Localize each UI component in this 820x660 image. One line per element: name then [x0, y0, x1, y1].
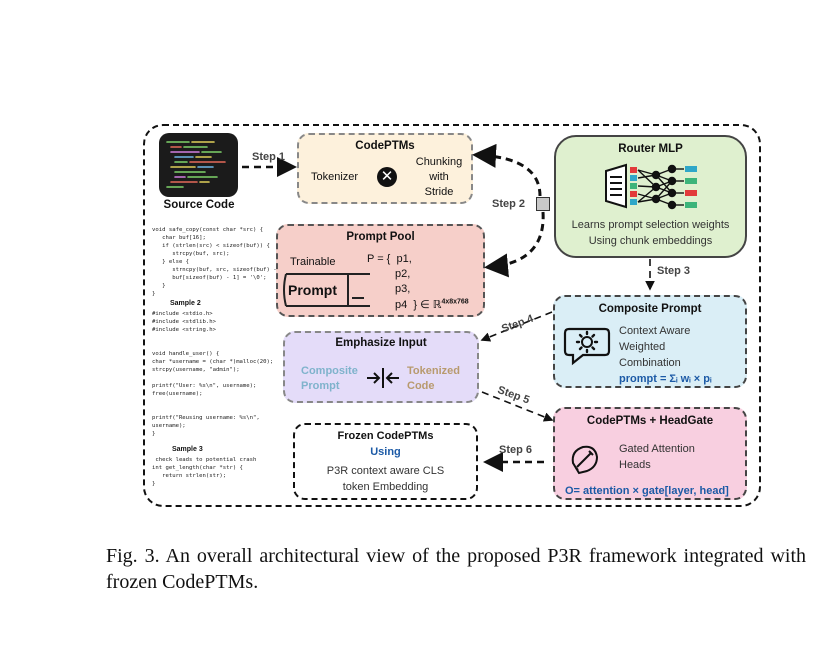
- code-sample-2: #include <stdio.h> #include <stdlib.h> #…: [152, 311, 274, 437]
- arrow-step4: [480, 311, 553, 342]
- sample-3-label: Sample 3: [172, 446, 203, 453]
- source-code-icon: [159, 133, 238, 197]
- source-code-label: Source Code: [163, 199, 235, 211]
- prompt-pool-box: Prompt Pool Trainable Prompt P = { p1, p…: [276, 224, 485, 317]
- step1-label: Step 1: [252, 151, 286, 163]
- prompt-set-line4: p4 } ∈ ℝ4x8x768: [395, 298, 469, 311]
- figure-caption: Fig. 3. An overall architectural view of…: [106, 545, 806, 593]
- prompt-set-line2: p2,: [395, 268, 411, 280]
- step6-label: Step 6: [499, 444, 533, 456]
- headgate-box: CodePTMs + HeadGate Gated Attention Head…: [553, 407, 747, 500]
- headgate-title: CodePTMs + HeadGate: [586, 415, 714, 427]
- headgate-formula: O= attention × gate[layer, head]: [565, 485, 729, 497]
- prompt-pool-title: Prompt Pool: [346, 231, 415, 243]
- prompt-set-line4-text: p4 } ∈ ℝ: [395, 299, 442, 311]
- composite-formula: prompt = Σᵢ wᵢ × pᵢ: [619, 373, 712, 385]
- step2-junction: [536, 197, 550, 211]
- tokenized-code-label: Tokenized Code: [407, 365, 460, 392]
- chunking-label: Chunking with Stride: [415, 156, 463, 198]
- arrow-to-prompt-pool: [484, 211, 545, 278]
- prompt-label: Prompt: [288, 282, 337, 298]
- frozen-codeptms-title: Frozen CodePTMs: [337, 430, 434, 442]
- frozen-using: Using: [370, 446, 401, 458]
- frozen-line2: token Embedding: [342, 481, 429, 493]
- arrow-step5: [481, 391, 554, 422]
- emphasize-input-box: Emphasize Input Composite Prompt Tokeniz…: [283, 331, 479, 403]
- prompt-set-line3: p3,: [395, 283, 411, 295]
- frozen-line1: P3R context aware CLS: [326, 465, 445, 477]
- step2-label: Step 2: [492, 198, 526, 210]
- code-sample-1: void safe_copy(const char *src) { char b…: [152, 227, 290, 297]
- composite-prompt-label: Composite Prompt: [301, 365, 358, 392]
- composite-prompt-box: Composite Prompt Context Aware Weighted …: [553, 295, 747, 388]
- sample-2-label: Sample 2: [170, 300, 201, 307]
- combine-icon: ✕: [377, 167, 397, 187]
- neural-network-icon: [605, 163, 697, 210]
- codeptms-box: CodePTMs Tokenizer ✕ Chunking with Strid…: [297, 133, 473, 204]
- router-mlp-title: Router MLP: [618, 143, 683, 155]
- composite-desc: Context Aware Weighted Combination: [619, 325, 691, 369]
- router-desc-line2: Using chunk embeddings: [588, 235, 713, 247]
- prompt-set-dims: 4x8x768: [441, 298, 469, 306]
- step3-label: Step 3: [657, 265, 691, 277]
- frozen-codeptms-box: Frozen CodePTMs Using P3R context aware …: [293, 423, 478, 500]
- merge-arrows-icon: [367, 368, 399, 388]
- prompt-shape-icon: [283, 273, 370, 307]
- settings-chat-icon: [563, 327, 611, 366]
- headgate-desc: Gated Attention Heads: [619, 443, 695, 471]
- trainable-label: Trainable: [290, 256, 336, 268]
- arrow-to-codeptms: [472, 143, 542, 197]
- emphasize-input-title: Emphasize Input: [335, 337, 427, 349]
- composite-prompt-title: Composite Prompt: [598, 303, 702, 315]
- prompt-set-line1: P = { p1,: [367, 253, 412, 265]
- router-mlp-box: Router MLP Learns prompt selection weigh…: [554, 135, 747, 258]
- framework-frame: [143, 124, 761, 507]
- tokenizer-label: Tokenizer: [311, 171, 359, 183]
- router-desc-line1: Learns prompt selection weights: [571, 219, 730, 231]
- codeptms-title: CodePTMs: [355, 140, 415, 152]
- pencil-design-icon: [571, 445, 599, 475]
- code-sample-3: check leads to potential crash int get_l…: [152, 457, 257, 487]
